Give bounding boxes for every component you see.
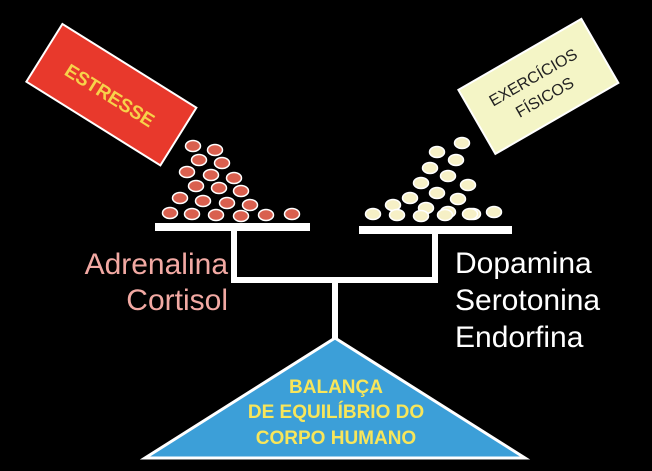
pill-icon (401, 191, 419, 205)
pill-icon (388, 208, 406, 222)
pill-icon (225, 171, 243, 185)
pill-icon (183, 207, 201, 221)
pill-icon (364, 207, 382, 221)
pill-icon (207, 208, 225, 222)
pill-icon (194, 194, 212, 208)
right-hormone-endorfina: Endorfina (455, 321, 584, 354)
pill-icon (447, 153, 465, 167)
pill-icon (190, 153, 208, 167)
base-line1: BALANÇA (289, 377, 383, 398)
pill-icon (461, 207, 479, 221)
pill-icon (412, 209, 430, 223)
right-pill-pile (364, 136, 503, 223)
pill-icon (210, 181, 228, 195)
left-pill-pile (161, 139, 301, 223)
pill-icon (428, 145, 446, 159)
pill-icon (187, 179, 205, 193)
pill-icon (178, 165, 196, 179)
pill-icon (202, 168, 220, 182)
base-line3: CORPO HUMANO (256, 428, 416, 449)
pill-icon (485, 205, 503, 219)
pill-icon (232, 184, 250, 198)
right-hormone-dopamina: Dopamina (455, 247, 592, 280)
pill-icon (184, 139, 202, 153)
pill-icon (283, 207, 301, 221)
exercise-tag-box (457, 17, 620, 156)
left-pan (155, 223, 310, 231)
exercise-tag: EXERCÍCIOS FÍSICOS (457, 17, 620, 156)
center-column (332, 280, 338, 340)
left-hormone-cortisol: Cortisol (126, 284, 228, 317)
pill-icon (241, 198, 259, 212)
pill-icon (213, 156, 231, 170)
scale (155, 223, 512, 340)
right-post (432, 233, 438, 282)
base-line2: DE EQUILÍBRIO DO (248, 401, 424, 423)
right-pan (359, 226, 512, 234)
pill-icon (161, 206, 179, 220)
left-hormone-adrenalina: Adrenalina (84, 248, 228, 281)
pill-icon (449, 192, 467, 206)
pill-icon (257, 208, 275, 222)
left-post (231, 230, 237, 282)
stress-tag-box (24, 22, 198, 167)
pill-icon (459, 178, 477, 192)
pill-icon (439, 169, 457, 183)
balance-base (139, 336, 531, 460)
pill-icon (421, 161, 439, 175)
pill-icon (428, 186, 446, 200)
pill-icon (218, 196, 236, 210)
pill-icon (206, 143, 224, 157)
pill-icon (453, 136, 471, 150)
stress-tag: ESTRESSE (24, 22, 198, 167)
pill-icon (412, 176, 430, 190)
pill-icon (171, 191, 189, 205)
right-hormone-serotonina: Serotonina (455, 284, 601, 317)
pill-icon (436, 208, 454, 222)
pill-icon (232, 209, 250, 223)
